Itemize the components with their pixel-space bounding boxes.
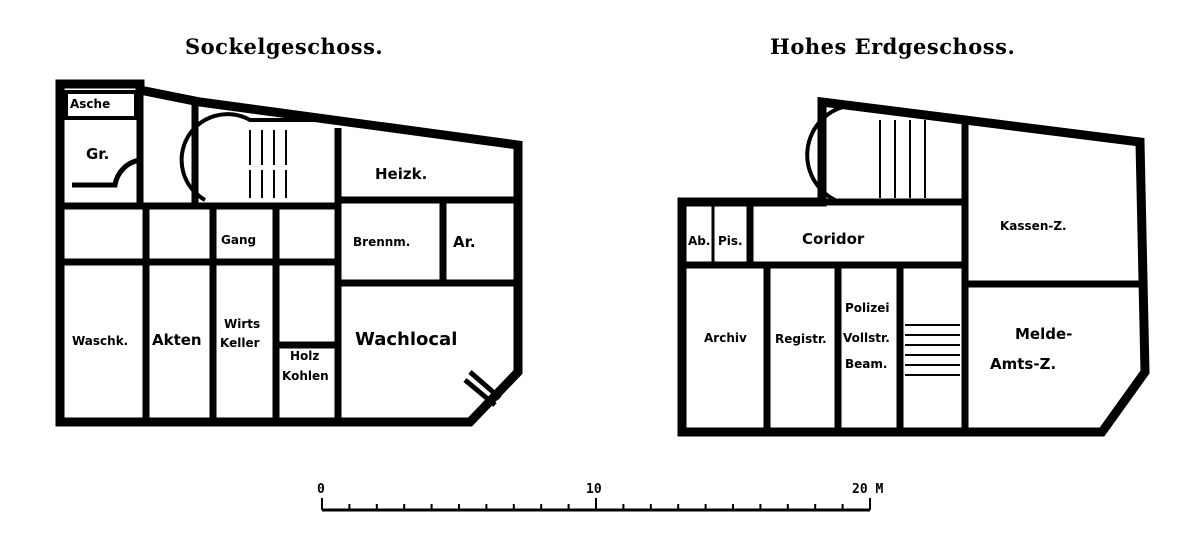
small-stair <box>72 157 141 188</box>
room-label: Melde- <box>1015 325 1073 343</box>
inner-walls <box>60 90 518 422</box>
scale-label-0: 0 <box>317 482 325 497</box>
room-label: Polizei <box>845 301 890 315</box>
plan-erdgeschoss <box>677 96 1150 437</box>
room-label: Waschk. <box>72 334 129 348</box>
plan-sockelgeschoss <box>55 79 523 427</box>
room-label: Registr. <box>775 332 827 346</box>
room-label: Wachlocal <box>355 329 458 350</box>
room-label: Gr. <box>86 145 110 163</box>
room-label: Coridor <box>802 230 865 248</box>
plan-title-sockelgeschoss: Sockelgeschoss. <box>185 34 384 59</box>
room-label: Archiv <box>704 331 747 345</box>
room-label: Kassen-Z. <box>1000 219 1067 233</box>
scale-label-10: 10 <box>586 482 602 497</box>
plan-title-erdgeschoss: Hohes Erdgeschoss. <box>770 34 1016 59</box>
outer-wall <box>677 96 1150 437</box>
room-label: Ab. <box>688 234 711 248</box>
corner-stair <box>463 370 502 407</box>
room-label: Kohlen <box>282 369 329 383</box>
room-label: Pis. <box>718 234 743 248</box>
asche-box <box>64 90 138 120</box>
room-label: Asche <box>70 97 111 111</box>
room-label: Akten <box>152 331 202 349</box>
room-label: Keller <box>220 336 260 350</box>
room-label: Wirts <box>224 317 261 331</box>
spiral-stair <box>179 112 330 202</box>
room-label: Holz <box>290 349 320 363</box>
room-label: Amts-Z. <box>990 355 1057 373</box>
outer-wall <box>55 79 523 427</box>
room-label: Beam. <box>845 357 888 371</box>
room-label: Brennm. <box>353 235 411 249</box>
room-label: Vollstr. <box>843 331 890 345</box>
scale-bar <box>321 498 871 512</box>
room-label: Heizk. <box>375 165 428 183</box>
inner-walls <box>682 120 1142 432</box>
room-label: Ar. <box>453 233 476 251</box>
scale-label-20: 20 M <box>852 482 884 497</box>
room-label: Gang <box>221 233 257 247</box>
spiral-stair <box>805 102 881 202</box>
